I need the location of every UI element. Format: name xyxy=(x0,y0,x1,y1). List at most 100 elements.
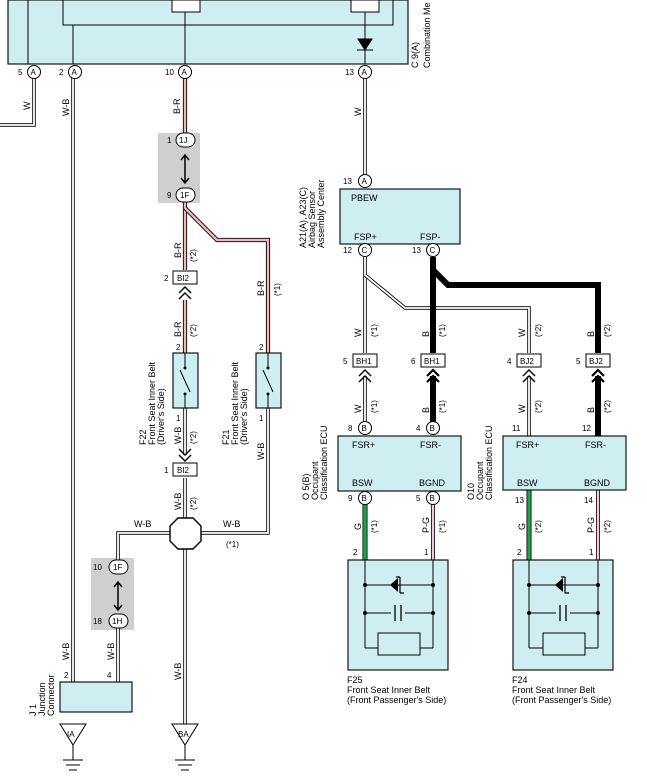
f25-name2: (Front Passenger's Side) xyxy=(347,695,446,705)
wire-label-b-o5: B xyxy=(421,407,431,413)
connector-bh1-b: BH1 6 xyxy=(411,353,446,383)
svg-text:10: 10 xyxy=(165,68,174,77)
chevrons-1f-1h xyxy=(113,580,123,612)
svg-text:FSR-: FSR- xyxy=(420,440,441,450)
svg-text:C: C xyxy=(430,246,436,255)
o5-name2: Classification ECU xyxy=(319,425,329,500)
svg-text:BH1: BH1 xyxy=(356,357,372,366)
connector-bj2-b: BJ2 5 xyxy=(576,353,611,383)
svg-text:A: A xyxy=(72,68,78,77)
svg-text:B: B xyxy=(430,494,435,503)
svg-text:A: A xyxy=(362,177,368,186)
wire-label-b-bh1: B xyxy=(421,331,431,337)
airbag-sensor-name: Airbag Sensor xyxy=(307,191,317,248)
svg-text:2: 2 xyxy=(59,68,64,77)
combination-meter-name: Combination Me xyxy=(422,2,432,68)
svg-text:1: 1 xyxy=(589,548,594,557)
svg-text:5: 5 xyxy=(416,494,421,503)
connector-bj2-w: BJ2 4 xyxy=(507,353,542,383)
wire-label-wb-splice-left: W-B xyxy=(134,519,151,529)
f21-id: F21 xyxy=(221,429,231,445)
f22-id: F22 xyxy=(138,429,148,445)
o10-name2: Classification ECU xyxy=(484,425,494,500)
svg-text:2: 2 xyxy=(517,548,522,557)
note-2-o10-b: (*2) xyxy=(603,400,612,413)
note-1-o5-b: (*1) xyxy=(438,400,447,413)
note-2-lower: (*2) xyxy=(189,497,198,510)
svg-text:BJ2: BJ2 xyxy=(520,357,534,366)
svg-text:12: 12 xyxy=(343,246,352,255)
svg-text:13: 13 xyxy=(412,246,421,255)
f22-name: Front Seat Inner Belt xyxy=(147,361,157,445)
combination-meter-id: C 9(A) xyxy=(410,42,420,68)
svg-text:2: 2 xyxy=(353,548,358,557)
svg-text:1: 1 xyxy=(167,136,172,145)
note-1-splice: (*1) xyxy=(226,540,239,549)
note-1-bh1-w: (*1) xyxy=(370,324,379,337)
svg-text:B: B xyxy=(362,424,367,433)
svg-text:IA: IA xyxy=(67,730,75,739)
o5-occupant-classification-ecu: B 8 B 4 FSR+ FSR- BSW BGND B 9 B 5 xyxy=(337,421,462,505)
note-2-f24-pg: (*2) xyxy=(603,520,612,533)
svg-text:FSR+: FSR+ xyxy=(516,440,539,450)
o5-name: Occupant xyxy=(310,461,320,500)
svg-text:A: A xyxy=(31,68,37,77)
svg-text:1J: 1J xyxy=(179,136,187,145)
wire-label-br-top: B-R xyxy=(172,98,182,114)
connector-1f-top: 1F 9 xyxy=(167,187,196,203)
j1-name: Junction xyxy=(37,682,47,716)
wire-label-g-f24: G xyxy=(517,523,527,530)
note-1-o5-w: (*1) xyxy=(370,400,379,413)
svg-text:8: 8 xyxy=(348,424,353,433)
splice-point xyxy=(169,517,202,550)
svg-text:PBEW: PBEW xyxy=(351,193,378,203)
f22-name2: (Driver's Side) xyxy=(156,388,166,445)
svg-text:10: 10 xyxy=(93,563,102,572)
wire-label-br-f21: B-R xyxy=(256,280,266,296)
connector-1f-lower: 1F 10 xyxy=(93,559,129,575)
wire-label-w-bh1: W xyxy=(353,328,363,337)
top-pins: A 5 A 2 A 10 A 13 xyxy=(18,65,372,79)
svg-text:4: 4 xyxy=(416,424,421,433)
combination-meter xyxy=(7,0,409,65)
note-2-o10-w: (*2) xyxy=(534,400,543,413)
wires xyxy=(0,78,601,760)
wire-label-w-left: W xyxy=(22,101,32,110)
svg-text:1: 1 xyxy=(164,466,169,475)
note-1-f25-g: (*1) xyxy=(370,520,379,533)
wire-label-br-mid: B-R xyxy=(173,321,183,337)
airbag-sensor-id: A21(A), A23(C) xyxy=(298,187,308,248)
svg-text:BGND: BGND xyxy=(584,478,611,488)
wire-label-g-f25: G xyxy=(353,523,363,530)
svg-text:BH1: BH1 xyxy=(424,357,440,366)
wire-label-w-bj2: W xyxy=(517,328,527,337)
note-2-bj2-w: (*2) xyxy=(534,324,543,337)
f22-switch: 2 1 xyxy=(172,343,199,423)
connector-bi2-upper: BI2 2 xyxy=(164,270,198,300)
f25-name: Front Seat Inner Belt xyxy=(347,685,431,695)
svg-text:11: 11 xyxy=(512,424,521,433)
wire-label-b-o10: B xyxy=(586,407,596,413)
o10-id: O10 xyxy=(466,483,476,500)
svg-text:6: 6 xyxy=(411,357,416,366)
f25-seat-belt-sensor: 2 1 xyxy=(347,548,449,671)
svg-text:1: 1 xyxy=(424,548,429,557)
note-1-f21: (*1) xyxy=(273,283,282,296)
connector-bi2-lower: BI2 1 xyxy=(164,448,198,477)
svg-text:1F: 1F xyxy=(113,563,122,572)
o5-id: O 5(B) xyxy=(301,473,311,500)
svg-text:2: 2 xyxy=(64,671,69,680)
svg-text:B: B xyxy=(430,424,435,433)
note-2-f24-g: (*2) xyxy=(534,520,543,533)
svg-text:13: 13 xyxy=(343,177,352,186)
svg-text:1: 1 xyxy=(176,414,181,423)
ground-ia: IA xyxy=(59,723,87,771)
svg-text:FSR+: FSR+ xyxy=(352,440,375,450)
f24-name: Front Seat Inner Belt xyxy=(512,685,596,695)
f24-name2: (Front Passenger's Side) xyxy=(512,695,611,705)
svg-text:FSR-: FSR- xyxy=(585,440,606,450)
svg-text:BI2: BI2 xyxy=(177,466,190,475)
wire-label-wb-ba: W-B xyxy=(173,663,183,680)
svg-text:C: C xyxy=(362,246,368,255)
airbag-sensor-assembly: A 13 PBEW FSP+ FSP- C 12 C 13 xyxy=(339,174,461,257)
